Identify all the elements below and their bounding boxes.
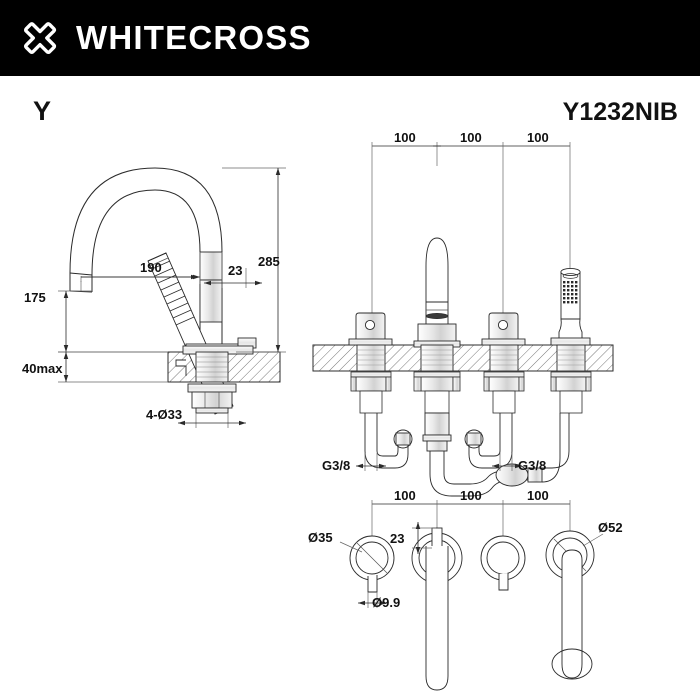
front-elevation-section-view: 100 100 100 xyxy=(312,130,614,497)
front-spacing-3-label: 100 xyxy=(527,130,549,145)
dimension-4xD33-label: 4-Ø33 xyxy=(146,407,182,422)
dimension-175: 175 xyxy=(24,290,168,353)
model-number: Y1232NIB xyxy=(562,98,678,126)
top-spout xyxy=(411,527,463,691)
dimension-D35-label: Ø35 xyxy=(308,530,333,545)
top-plan-view: 100 100 100 Ø35 Ø9.9 xyxy=(308,488,623,691)
dimension-285: 285 xyxy=(222,167,286,353)
dimension-D52-label: Ø52 xyxy=(598,520,623,535)
spout-arch xyxy=(69,167,223,352)
front-underdeck-nuts xyxy=(350,371,592,414)
dimension-4xD33: 4-Ø33 xyxy=(146,407,246,428)
g38-right-label: G3/8 xyxy=(518,458,546,473)
top-handshower xyxy=(545,530,595,680)
front-spacing-dimensions: 100 100 100 xyxy=(371,130,571,331)
top-spacing-dimensions: 100 100 100 xyxy=(371,488,571,546)
dimension-175-label: 175 xyxy=(24,290,46,305)
series-title: Y xyxy=(33,96,52,126)
dimension-23-top: 23 xyxy=(390,522,436,554)
dimension-23-side-label: 23 xyxy=(228,263,242,278)
top-spacing-1-label: 100 xyxy=(394,488,416,503)
front-handle-right xyxy=(481,312,526,372)
brand-name: WHITECROSS xyxy=(76,19,312,56)
top-handle-left xyxy=(349,535,395,593)
dimension-D99-label: Ø9.9 xyxy=(372,595,400,610)
side-elevation-view: 285 190 23 xyxy=(22,167,286,428)
front-spacing-2-label: 100 xyxy=(460,130,482,145)
front-handshower xyxy=(550,267,591,372)
dimension-285-label: 285 xyxy=(258,254,280,269)
dimension-23-top-label: 23 xyxy=(390,531,404,546)
dimension-23-side: 23 xyxy=(204,252,262,288)
front-hose-network xyxy=(364,412,570,497)
dimension-D99: Ø9.9 xyxy=(358,592,400,610)
dimension-190: 190 xyxy=(80,252,201,291)
front-spout xyxy=(413,237,461,372)
front-spacing-1-label: 100 xyxy=(394,130,416,145)
dimension-40max-label: 40max xyxy=(22,361,63,376)
technical-drawing-canvas: 285 190 23 xyxy=(22,130,623,691)
dimension-190-label: 190 xyxy=(140,260,162,275)
dimension-D35: Ø35 xyxy=(308,530,363,553)
brand-header: WHITECROSS xyxy=(0,0,700,76)
g38-left-label: G3/8 xyxy=(322,458,350,473)
top-spacing-2-label: 100 xyxy=(460,488,482,503)
front-handle-left xyxy=(348,312,393,372)
cross-x-logo-icon xyxy=(23,22,57,55)
dimension-D52: Ø52 xyxy=(582,520,623,547)
connection-labels: G3/8 G3/8 xyxy=(322,453,546,473)
valve-body-side xyxy=(175,337,257,414)
top-handle-right xyxy=(480,535,526,591)
top-spacing-3-label: 100 xyxy=(527,488,549,503)
dimension-40max: 40max xyxy=(22,351,168,383)
